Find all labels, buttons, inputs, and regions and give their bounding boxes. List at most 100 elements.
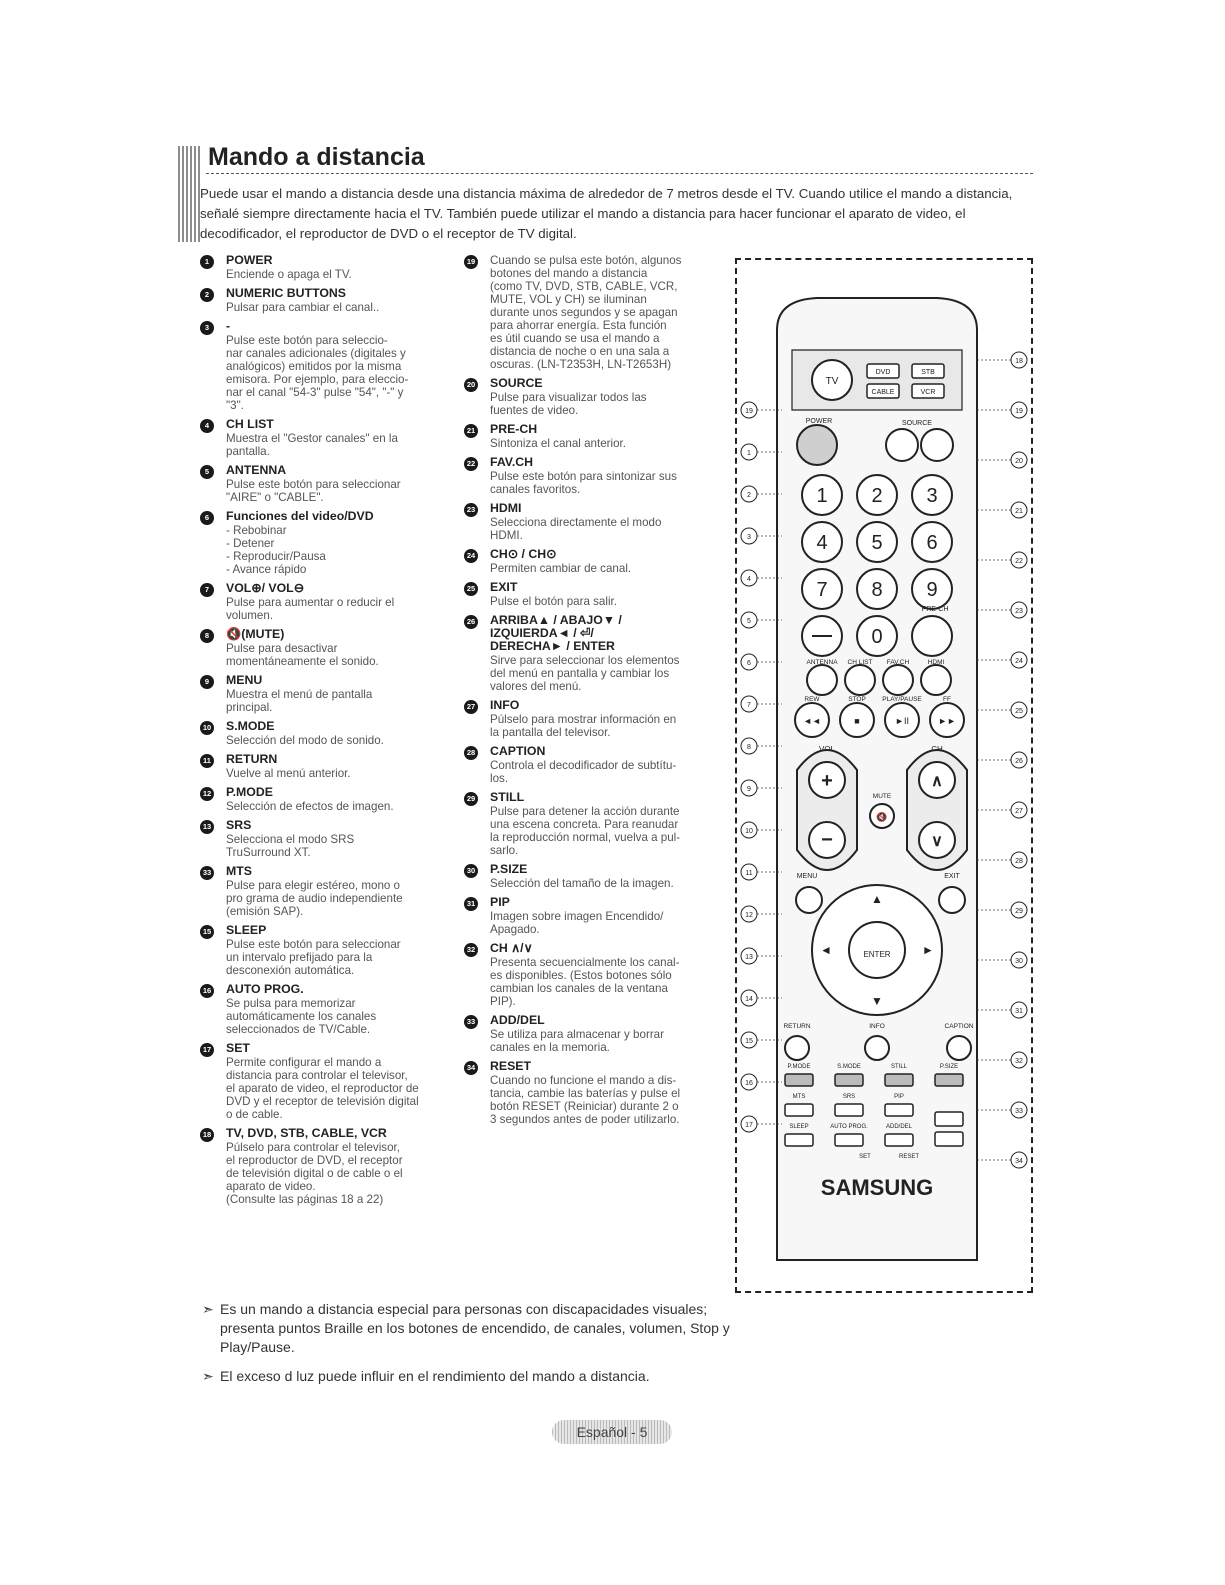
item-description: Enciende o apaga el TV. <box>226 268 352 281</box>
digit-label: 2 <box>871 485 882 507</box>
menu-label: MENU <box>797 873 818 880</box>
reset-label: RESET <box>899 1154 919 1160</box>
item-title: P.SIZE <box>490 862 528 876</box>
number-button-2 <box>856 474 898 516</box>
digit-label: 5 <box>871 532 882 554</box>
item-title: SLEEP <box>226 923 267 937</box>
item-title: VOL⊕/ VOL⊖ <box>226 581 304 595</box>
item-description: Selección de efectos de imagen. <box>226 800 394 813</box>
item-description: Imagen sobre imagen Encendido/ Apagado. <box>490 910 664 936</box>
media-icon: ►► <box>938 716 956 726</box>
p-size-label: P.SIZE <box>940 1064 958 1070</box>
srs-label: SRS <box>843 1094 855 1100</box>
item-number-badge: 13 <box>200 820 214 834</box>
item-description: Pulse este botón para seleccio- nar cana… <box>226 334 409 412</box>
down-chevron-icon: ∨ <box>931 833 943 850</box>
item-number-badge: 17 <box>200 1043 214 1057</box>
item-description: Muestra el "Gestor canales" en la pantal… <box>226 432 398 458</box>
item-title: POWER <box>226 253 273 267</box>
callout-number: 27 <box>1015 808 1023 815</box>
media-icon: ■ <box>854 716 859 726</box>
volume-down-button <box>808 821 846 859</box>
callout-number: 12 <box>745 912 753 919</box>
vcr-button <box>911 383 945 399</box>
digit-label: 8 <box>871 579 882 601</box>
callout-number: 6 <box>747 660 751 667</box>
item-description: Selección del modo de sonido. <box>226 734 384 747</box>
item-title: AUTO PROG. <box>226 982 304 996</box>
arrow-bullet-icon: ➣ <box>202 1368 214 1384</box>
item-number-badge: 20 <box>464 378 478 392</box>
exit-button <box>938 886 966 914</box>
item-description: Cuando no funcione el mando a dis- tanci… <box>490 1074 681 1126</box>
callout-number: 10 <box>745 828 753 835</box>
item-title: SOURCE <box>490 376 543 390</box>
callout-number: 28 <box>1015 858 1023 865</box>
cable-label: CABLE <box>872 389 895 396</box>
intro-paragraph: Puede usar el mando a distancia desde un… <box>200 186 1013 241</box>
notes: ➣ Es un mando a distancia especial para … <box>202 1300 742 1396</box>
item-title: NUMERIC BUTTONS <box>226 286 347 300</box>
item-description: Presenta secuencialmente los canal- es d… <box>490 956 680 1008</box>
tv-button <box>811 359 853 401</box>
item-title: ARRIBA▲ / ABAJO▼ / IZQUIERDA◄ / ⏎/ DEREC… <box>490 613 622 653</box>
item-title: PRE-CH <box>490 422 538 436</box>
item-title: PIP <box>490 895 510 909</box>
dvd-label: DVD <box>876 369 891 376</box>
function-row-button <box>882 664 914 696</box>
note-text: Es un mando a distancia especial para pe… <box>220 1301 730 1355</box>
item-title: HDMI <box>490 501 522 515</box>
add-del-button <box>884 1133 914 1147</box>
auto-prog-button <box>834 1133 864 1147</box>
item-title: MENU <box>226 673 263 687</box>
digit-label: 7 <box>816 579 827 601</box>
item-description: Pulse para visualizar todos las fuentes … <box>490 391 647 417</box>
p-mode-label: P.MODE <box>788 1064 811 1070</box>
item-number-badge: 29 <box>464 792 478 806</box>
pip-ch-up-button <box>934 1111 964 1127</box>
still-label: STILL <box>891 1064 908 1070</box>
item-number-badge: 2 <box>200 288 214 302</box>
callout-number: 21 <box>1015 508 1023 515</box>
item-description: Pulse para detener la acción durante una… <box>490 805 681 857</box>
p-size-button <box>934 1073 964 1087</box>
item-description: Púlselo para mostrar información en la p… <box>490 713 677 739</box>
item-title: EXIT <box>490 580 518 594</box>
function-row-label: ANTENNA <box>806 659 838 666</box>
item-title: ADD/DEL <box>490 1013 545 1027</box>
callout-number: 26 <box>1015 758 1023 765</box>
number-button-6 <box>911 521 953 563</box>
callout-number: 31 <box>1015 1008 1023 1015</box>
media-row-label: REW <box>804 696 820 703</box>
callout-number: 30 <box>1015 958 1023 965</box>
mts-label: MTS <box>793 1094 806 1100</box>
item-number-badge: 25 <box>464 582 478 596</box>
item-description: Pulsar para cambiar el canal.. <box>226 301 380 314</box>
item-number-badge: 28 <box>464 746 478 760</box>
title-bar: Mando a distancia <box>178 140 1033 242</box>
feature-item: 8🔇(MUTE)Pulse para desactivar momentánea… <box>200 628 448 668</box>
function-row-button <box>920 664 952 696</box>
s-mode-button <box>834 1073 864 1087</box>
callout-number: 7 <box>747 702 751 709</box>
callout-number: 2 <box>747 492 751 499</box>
digit-label: 6 <box>926 532 937 554</box>
callout-number: 11 <box>745 870 752 877</box>
